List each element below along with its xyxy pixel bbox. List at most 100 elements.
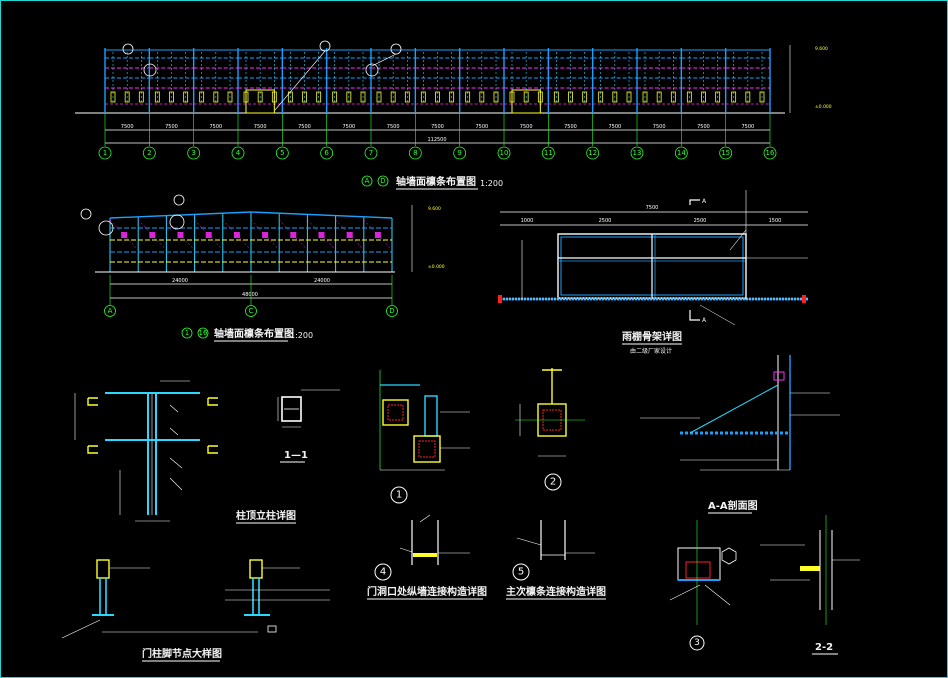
- grid-bubble: [98, 146, 112, 160]
- axis-ref-bubble: [361, 175, 373, 187]
- stud: [199, 91, 205, 103]
- stud: [493, 91, 499, 103]
- node-1-detail: 1: [379, 370, 470, 504]
- grid-label: 1: [103, 149, 107, 157]
- column-section: [249, 559, 263, 579]
- bolt-plate: [685, 561, 711, 579]
- grid-bubble: [763, 146, 777, 160]
- bay-dimension: 7500: [298, 124, 311, 130]
- grid-label: 4: [236, 149, 241, 157]
- callout-circle: [365, 63, 379, 77]
- leader: [516, 537, 542, 546]
- stud: [626, 91, 632, 103]
- stud: [553, 91, 559, 103]
- col-top-detail: 柱顶立柱详图: [74, 380, 296, 524]
- stud: [257, 91, 263, 103]
- grid-bubble: [364, 146, 378, 160]
- tube-section: [281, 396, 302, 422]
- leader: [274, 50, 326, 111]
- node-bubble: [512, 563, 530, 581]
- level-mark: 9.600: [428, 206, 441, 212]
- stud: [670, 91, 676, 103]
- stud: [568, 91, 573, 103]
- bay-dimension: 7500: [564, 124, 577, 130]
- drawing-title: 门洞口处纵墙连接构造详图: [367, 585, 487, 598]
- brace: [222, 219, 252, 251]
- grid-bubble: [142, 146, 156, 160]
- brace: [335, 219, 364, 251]
- callout-circle: [169, 214, 185, 230]
- level-mark: 9.600: [815, 46, 828, 52]
- grid-bubble: [320, 146, 334, 160]
- column-box: [413, 435, 441, 463]
- stud: [154, 91, 160, 103]
- drawing-title: 轴墙面檩条布置图: [214, 327, 294, 340]
- column-section: [96, 559, 110, 579]
- bay-dimension: 7500: [608, 124, 621, 130]
- grid-label: 10: [500, 149, 509, 157]
- leader: [669, 584, 701, 601]
- stud: [465, 91, 471, 103]
- support-mark: [802, 295, 806, 303]
- drawing-title: A-A剖面图: [708, 499, 758, 512]
- callout-bubble: [390, 43, 402, 55]
- callout-bubble: [122, 43, 134, 55]
- leader: [704, 584, 731, 606]
- brace: [363, 219, 393, 251]
- support-mark: [498, 295, 502, 303]
- stud: [183, 91, 189, 103]
- grid-bubble: [104, 305, 116, 317]
- stud: [582, 91, 588, 103]
- elevation-side: 24000 24000 48000 A C D 9.600 ±0.000 1 1…: [80, 194, 445, 342]
- grid-label: 7: [369, 149, 373, 157]
- node-bubble: [390, 486, 408, 504]
- grid-label: 9: [457, 149, 461, 157]
- stud: [759, 91, 765, 103]
- section-mark-label: A: [702, 317, 707, 324]
- bay-dimension: 7500: [209, 124, 222, 130]
- weld-mark: [169, 404, 179, 413]
- stud: [598, 91, 604, 103]
- axis-ref-label: D: [380, 177, 385, 185]
- node-bubble: [544, 473, 562, 491]
- stud: [745, 91, 751, 103]
- grid-label: 6: [324, 149, 329, 157]
- leader: [729, 229, 747, 251]
- stud: [642, 91, 648, 103]
- total-dimension: 112500: [427, 137, 446, 143]
- gable-rafter: [250, 211, 393, 219]
- bay-dimension: 7500: [697, 124, 710, 130]
- callout-bubble: [173, 194, 185, 206]
- canopy-detail: 7500 1000 2500 2500 1500 A A 雨棚骨架详图 由二级厂…: [498, 190, 808, 355]
- grid-bubble: [231, 146, 245, 160]
- stud: [124, 91, 130, 103]
- stud: [302, 91, 307, 103]
- side-wall-frame: [109, 211, 393, 272]
- node-bubble: [374, 563, 392, 581]
- section-label: 1—1: [284, 450, 308, 461]
- grid-label: 13: [633, 149, 642, 157]
- weld-mark: [169, 427, 179, 436]
- node-label: 2: [550, 477, 556, 488]
- bay-dimension: 7500: [475, 124, 488, 130]
- purlin-section: [207, 445, 218, 454]
- stud: [479, 91, 485, 103]
- bay-dimension: 7500: [520, 124, 533, 130]
- brace: [138, 219, 167, 251]
- bay-dimension: 7500: [254, 124, 267, 130]
- leader: [399, 547, 413, 553]
- brace: [194, 219, 223, 251]
- total-dimension: 48000: [242, 292, 258, 298]
- grid-label: 14: [677, 149, 686, 157]
- grid-label: C: [249, 307, 254, 315]
- dimension: 7500: [646, 205, 659, 211]
- grid-label: 8: [413, 149, 417, 157]
- bay-dimension: 7500: [342, 124, 355, 130]
- stud: [686, 91, 692, 103]
- brace: [279, 219, 308, 251]
- door-base-detail: 门柱脚节点大样图: [61, 559, 330, 662]
- grid-bubble: [386, 305, 398, 317]
